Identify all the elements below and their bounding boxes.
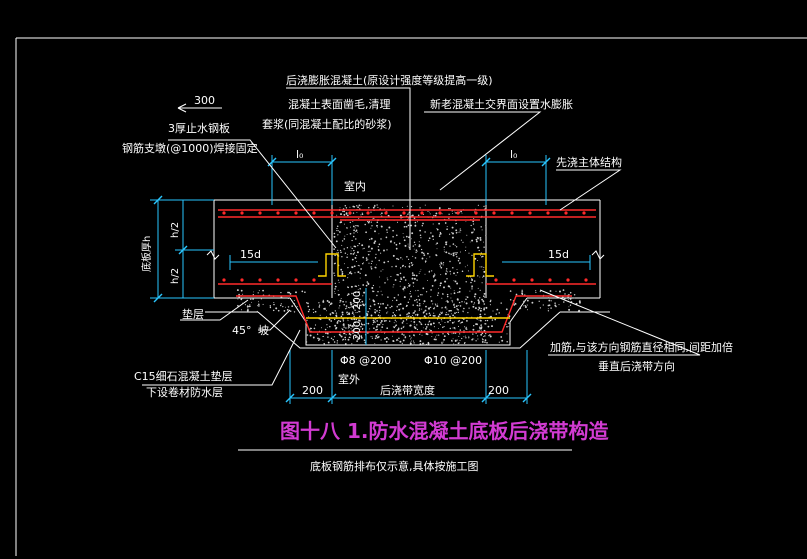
- label-lap-left: l₀: [296, 148, 304, 161]
- label-expansive-concrete: 后浇膨胀混凝土(原设计强度等级提高一级): [286, 73, 493, 87]
- label-200-right: 200: [488, 384, 509, 397]
- rebar: [218, 209, 596, 333]
- label-half-h-bottom: h/2: [170, 268, 181, 284]
- steel-waterstop-plate: [306, 253, 510, 319]
- label-waterproof-layer: 下设卷材防水层: [146, 385, 223, 399]
- label-rebar-support: 钢筋支墩(@1000)焊接固定: [122, 141, 258, 155]
- label-phi8: Φ8 @200: [340, 354, 391, 367]
- dimension-ticks: [153, 157, 551, 403]
- figure-title: 图十八 1.防水混凝土底板后浇带构造: [280, 419, 609, 443]
- rebar-dots: [222, 211, 588, 282]
- label-band-width: 后浇带宽度: [380, 383, 435, 397]
- label-phi10: Φ10 @200: [424, 354, 482, 367]
- dimension-lines: [150, 155, 591, 404]
- label-added-rebar-1: 加筋,与该方向钢筋直径相同,间距加倍: [550, 340, 733, 354]
- label-slab-thickness: 底板厚h: [140, 236, 153, 272]
- label-slope: 45°: [232, 324, 252, 337]
- label-200-vert-top: 200: [352, 291, 363, 310]
- label-arrow-300: 300: [194, 94, 215, 107]
- label-surface-chisel: 混凝土表面凿毛,清理: [288, 97, 391, 111]
- label-steel-waterstop: 3厚止水钢板: [168, 121, 230, 135]
- leader-lines: [142, 87, 701, 451]
- arrow-300-icon: [177, 103, 187, 113]
- label-half-h-top: h/2: [170, 222, 181, 238]
- label-15d-left: 15d: [240, 248, 261, 261]
- label-lap-right: l₀: [510, 148, 518, 161]
- label-200-left: 200: [302, 384, 323, 397]
- label-apply-mortar: 套浆(同混凝土配比的砂浆): [262, 117, 392, 131]
- label-c15-layer: C15细石混凝土垫层: [134, 369, 233, 383]
- label-slope-suffix: 坡: [258, 324, 269, 337]
- label-cushion: 垫层: [182, 307, 204, 321]
- label-first-pour: 先浇主体结构: [556, 155, 622, 169]
- label-waterstop-strip: 新老混凝土交界面设置水膨胀: [430, 97, 573, 111]
- label-indoor: 室内: [344, 179, 366, 193]
- label-outdoor: 室外: [338, 372, 360, 386]
- label-200-vert-bottom: 200: [352, 321, 363, 340]
- label-15d-right: 15d: [548, 248, 569, 261]
- concrete-fill: [236, 204, 581, 346]
- figure-caption: 底板钢筋排布仅示意,具体按施工图: [310, 459, 479, 473]
- label-added-rebar-2: 垂直后浇带方向: [598, 359, 675, 373]
